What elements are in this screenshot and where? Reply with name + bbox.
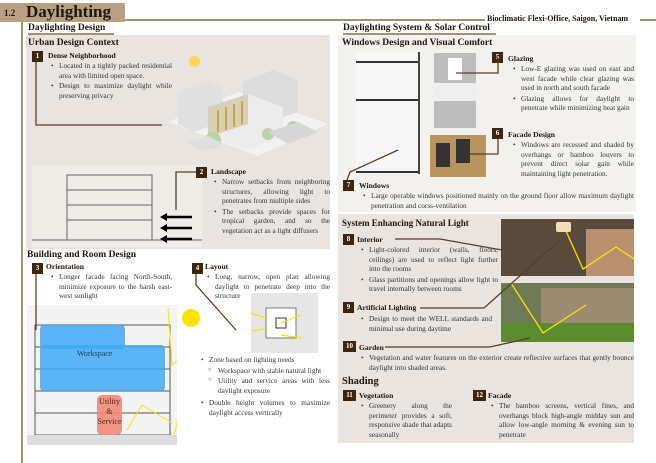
glazing-detail-drawing bbox=[434, 53, 476, 128]
workspace-label: Workspace bbox=[77, 349, 113, 358]
project-title: Bioclimatic Flexi-Office, Saigon, Vietna… bbox=[487, 14, 629, 23]
badge-7: 7 bbox=[343, 180, 354, 191]
badge-9: 9 bbox=[343, 302, 354, 313]
sub-bullet: Workspace with stable natural light bbox=[200, 366, 330, 376]
item-title: Windows bbox=[359, 181, 390, 190]
title-bar bbox=[0, 3, 125, 22]
windows-heading: Windows Design and Visual Comfort bbox=[342, 38, 493, 48]
bullet-list: Vegetation and water features on the ext… bbox=[360, 353, 634, 373]
bullet: Longer facade facing North-South, minimi… bbox=[50, 272, 172, 301]
building-section-drawing bbox=[27, 305, 177, 445]
badge-8: 8 bbox=[343, 234, 354, 245]
item-title: Artificial Lighting bbox=[357, 303, 417, 312]
bullet-list: Greenery along the perimeter provides a … bbox=[360, 401, 452, 440]
right-title-underline bbox=[343, 33, 496, 35]
badge-6: 6 bbox=[492, 128, 503, 139]
badge-3: 3 bbox=[32, 263, 43, 274]
item-title: Layout bbox=[205, 262, 229, 271]
window-section-drawing bbox=[356, 52, 420, 174]
header-rule-right bbox=[640, 19, 656, 21]
site-plan-image bbox=[251, 293, 318, 353]
badge-2: 2 bbox=[196, 167, 207, 178]
section-number: 1.2 bbox=[4, 8, 16, 18]
bullet-list: Design to meet the WELL standards and mi… bbox=[360, 314, 492, 334]
facade-photo bbox=[430, 135, 486, 177]
left-title-underline bbox=[28, 33, 114, 35]
bullet-list: Narrow setbacks from neighboring structu… bbox=[213, 177, 330, 237]
left-title: Daylighting Design bbox=[28, 23, 106, 33]
bullet: Light-colored interior (walls, floors, c… bbox=[360, 245, 498, 274]
item-title: Garden bbox=[359, 343, 384, 352]
bullet: The setbacks provide spaces for tropical… bbox=[213, 207, 330, 236]
zone-list: Zone based on lighting needs Workspace w… bbox=[200, 355, 330, 419]
item-title: Dense Neighborhood bbox=[48, 51, 116, 60]
bullet: Large operable windows positioned mainly… bbox=[362, 191, 634, 210]
badge-11: 11 bbox=[343, 390, 356, 401]
bullet: Double height volumes to maximize daylig… bbox=[200, 398, 330, 417]
item-title: Orientation bbox=[46, 262, 84, 271]
item-title: Facade Design bbox=[508, 130, 556, 139]
badge-4: 4 bbox=[192, 263, 203, 274]
bullet-list: Low-E glazing was used on east and west … bbox=[512, 64, 634, 114]
badge-5: 5 bbox=[492, 52, 503, 63]
utility-label: Utility & Service bbox=[97, 397, 122, 426]
left-rule bbox=[21, 22, 23, 463]
bullet-list: Large operable windows positioned mainly… bbox=[362, 191, 634, 211]
bullet: Design to meet the WELL standards and mi… bbox=[360, 314, 492, 333]
bullet-list: Windows are recessed and shaded by overh… bbox=[512, 140, 634, 179]
bullet: Glazing allows for daylight to penetrate… bbox=[512, 94, 634, 113]
bullet: Windows are recessed and shaded by overh… bbox=[512, 140, 634, 178]
section-drawing-landscape bbox=[32, 165, 202, 247]
shading-heading: Shading bbox=[342, 376, 379, 387]
urban-heading: Urban Design Context bbox=[28, 38, 119, 48]
header-rule bbox=[125, 19, 485, 21]
building-heading: Building and Room Design bbox=[27, 250, 137, 260]
interior-photo bbox=[501, 219, 634, 276]
item-title: Vegetation bbox=[359, 391, 394, 400]
badge-10: 10 bbox=[343, 341, 356, 352]
right-title: Daylighting System & Solar Control bbox=[343, 23, 490, 33]
natural-heading: System Enhancing Natural Light bbox=[342, 218, 469, 228]
item-title: Interior bbox=[357, 235, 383, 244]
bullet-list: Longer facade facing North-South, minimi… bbox=[50, 272, 172, 302]
isometric-site-image bbox=[148, 52, 330, 156]
bullet: Zone based on lighting needs bbox=[200, 355, 330, 365]
bullet: Glass partitions and openings allow ligh… bbox=[360, 275, 498, 294]
garden-photo bbox=[501, 283, 634, 342]
bullet: Narrow setbacks from neighboring structu… bbox=[213, 177, 330, 206]
bullet: Low-E glazing was used on east and west … bbox=[512, 64, 634, 93]
bullet: Vegetation and water features on the ext… bbox=[360, 353, 634, 372]
item-title: Landscape bbox=[211, 167, 247, 176]
sun-icon bbox=[189, 56, 200, 67]
sun-icon bbox=[182, 309, 200, 327]
bullet-list: Light-colored interior (walls, floors, c… bbox=[360, 245, 498, 295]
sub-bullet: Utility and service areas with less dayl… bbox=[200, 376, 330, 395]
bullet: The bamboo screens, vertical fines, and … bbox=[490, 401, 634, 439]
item-title: Facade bbox=[488, 391, 512, 400]
item-title: Glazing bbox=[508, 54, 534, 63]
bullet: Greenery along the perimeter provides a … bbox=[360, 401, 452, 439]
badge-12: 12 bbox=[473, 390, 486, 401]
bullet-list: The bamboo screens, vertical fines, and … bbox=[490, 401, 634, 440]
page-title: Daylighting bbox=[26, 2, 112, 21]
badge-1: 1 bbox=[32, 51, 43, 62]
